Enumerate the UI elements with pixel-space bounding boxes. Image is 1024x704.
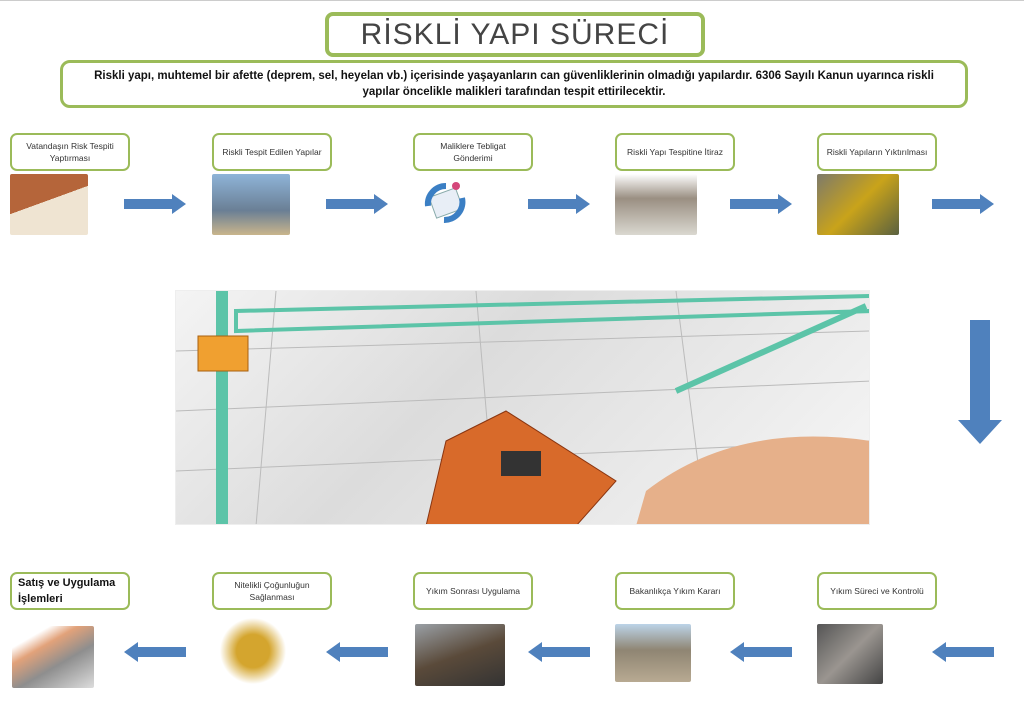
step-box: Riskli Tespit Edilen Yapılar [212, 133, 332, 171]
step-box: Yıkım Sonrası Uygulama [413, 572, 533, 610]
step-box: Nitelikli Çoğunluğun Sağlanması [212, 572, 332, 610]
boardroom-image [415, 624, 505, 686]
arrow-right-icon [932, 194, 994, 214]
top-border-line [0, 0, 1024, 1]
arrow-left-icon [932, 642, 994, 662]
meeting-people-image [615, 174, 697, 235]
calculator-image [12, 626, 94, 688]
construction-blueprint-image [175, 290, 870, 525]
arrow-left-icon [326, 642, 388, 662]
arrow-left-icon [124, 642, 186, 662]
arrow-right-icon [730, 194, 792, 214]
mail-icon [420, 176, 470, 228]
construction-building-image [212, 174, 290, 235]
arrow-right-icon [124, 194, 186, 214]
step-box: Riskli Yapı Tespitine İtiraz [615, 133, 735, 171]
arrow-left-icon [730, 642, 792, 662]
step-box: Satış ve Uygulama İşlemleri [10, 572, 130, 610]
step-box: Riskli Yapıların Yıktırılması [817, 133, 937, 171]
arrow-right-icon [528, 194, 590, 214]
house-image [10, 174, 88, 235]
page-title: RİSKLİ YAPI SÜRECİ [325, 12, 705, 57]
step-box: Bakanlıkça Yıkım Kararı [615, 572, 735, 610]
arrow-left-icon [528, 642, 590, 662]
step-box: Maliklere Tebligat Gönderimi [413, 133, 533, 171]
excavator-demolition-image [817, 174, 899, 235]
arrow-down-icon [958, 320, 1002, 444]
puzzle-people-image [214, 612, 292, 690]
damaged-building-image [817, 624, 883, 684]
ruined-street-image [615, 624, 691, 682]
step-box: Yıkım Süreci ve Kontrolü [817, 572, 937, 610]
description-box: Riskli yapı, muhtemel bir afette (deprem… [60, 60, 968, 108]
step-box: Vatandaşın Risk Tespiti Yaptırması [10, 133, 130, 171]
arrow-right-icon [326, 194, 388, 214]
